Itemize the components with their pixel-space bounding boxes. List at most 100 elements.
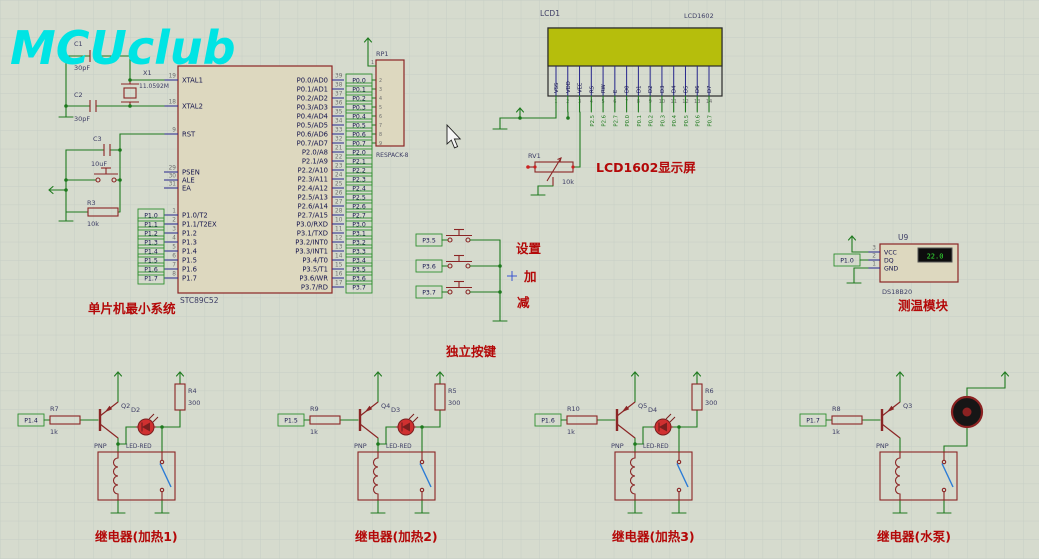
net-label-box[interactable] [345,262,373,276]
pin-row[interactable]: 13 P3.3/INT1 P3.3 [295,245,373,258]
net-label-box[interactable] [137,217,165,231]
key-row[interactable]: P3.7 [415,280,501,299]
pin-row[interactable]: 22 P2.1/A9 P2.1 [302,154,373,168]
net-label-box[interactable] [345,181,373,195]
pin-row[interactable]: 34 P0.5/AD5 P0.5 [297,119,377,132]
resistor-rin[interactable] [49,415,81,425]
pin-row[interactable]: 23 P2.2/A10 P2.2 [298,164,373,177]
lcd-block[interactable]: LCD1 LCD1602 VSS 1 VDD 2 VEE 3 [492,9,723,196]
resistor-r3[interactable] [87,207,119,217]
pin-row[interactable]: 39 P0.0/AD0 P0.0 [297,74,377,87]
net-label-box[interactable] [345,199,373,213]
pin-row[interactable]: 7 P1.6 P1.6 [137,262,197,276]
pin-row[interactable]: 14 P3.4/T0 P3.4 [302,253,373,267]
net-label-box[interactable] [345,280,373,294]
lcd-pin[interactable]: RS 4 P2.5 [589,66,596,127]
relay-circuit-3[interactable]: P1.6 R10 1k Q5 PNP R6 300 D4 LED-RED 继电器… [534,371,717,544]
net-label-box[interactable] [345,271,373,285]
lcd-pin[interactable]: D3 10 P0.3 [659,66,667,127]
resistor-rin[interactable] [309,415,341,425]
relay-circuit-4[interactable]: P1.7 R8 1k Q3 PNP 继电器(水泵) [799,371,1010,544]
respack-body[interactable] [375,59,405,147]
crystal-reset-block[interactable]: X1 11.0592M C1 30pF C2 30pF C3 10uF R3 1… [48,40,169,228]
lcd-pin[interactable]: E 6 P2.7 [613,66,620,127]
net-label-box[interactable] [345,163,373,177]
net-label-box[interactable] [137,253,165,267]
pin-row[interactable]: 2 P1.1/T2EX P1.1 [137,217,217,231]
capacitor-c2[interactable] [89,100,97,112]
reset-button[interactable] [94,167,118,183]
net-label-box[interactable] [345,226,373,240]
pin-row[interactable]: 15 P3.5/T1 P3.5 [302,262,373,276]
net-label-box[interactable] [137,226,165,240]
net-label-box[interactable] [137,208,165,222]
potentiometer-rv1[interactable] [526,157,575,186]
pin-row[interactable]: 25 P2.4/A12 P2.4 [298,182,373,195]
pin-row[interactable]: 12 P3.2/INT0 P3.2 [295,235,373,249]
pin-row[interactable]: 24 P2.3/A11 P2.3 [298,173,373,186]
mcu-block[interactable]: STC89C52 单片机最小系统 19 XTAL1 18 XTAL2 9 RST… [88,65,377,316]
pin-row[interactable]: 33 P0.6/AD6 P0.6 [297,128,377,141]
lcd-pin[interactable]: VEE 3 [578,66,584,113]
pin-row[interactable]: 8 P1.7 P1.7 [137,271,197,285]
key-row[interactable]: P3.5 [415,228,501,247]
resistor-rin[interactable] [566,415,598,425]
net-label-box[interactable] [137,262,165,276]
net-label-box[interactable] [345,190,373,204]
lcd-pin[interactable]: D1 8 P0.1 [636,66,643,127]
pin-row[interactable]: 35 P0.4/AD4 P0.4 [297,110,377,123]
resistor-rload[interactable] [434,383,446,411]
resistor-rload[interactable] [691,383,703,411]
key-row[interactable]: P3.6 [415,254,501,273]
pin-row[interactable]: 17 P3.7/RD P3.7 [301,280,373,294]
pin-row[interactable]: 36 P0.3/AD3 P0.3 [297,101,377,114]
pin-row[interactable]: 16 P3.6/WR P3.6 [299,271,373,285]
mcu-body[interactable] [177,65,333,294]
net-label-box[interactable] [137,235,165,249]
pump-motor-icon[interactable] [950,395,984,429]
pin-row[interactable]: 27 P2.6/A14 P2.6 [298,200,373,213]
lcd-pin[interactable]: D4 11 P0.4 [671,66,679,127]
net-label-box[interactable] [345,253,373,267]
temp-sensor-block[interactable]: U9 3 VCC 2 DQ 1 GND 22.0 P1.0 DS18B20 测温… [833,233,959,313]
net-label-box[interactable] [345,145,373,159]
pin-row[interactable]: 38 P0.1/AD1 P0.1 [297,83,377,96]
net-label-box[interactable] [137,271,165,285]
pin-row[interactable]: 32 P0.7/AD7 P0.7 [297,137,377,150]
pin-row[interactable]: 37 P0.2/AD2 P0.2 [297,92,377,105]
net-label-box[interactable] [345,154,373,168]
pin-row[interactable]: 10 P3.0/RXD P3.0 [296,217,373,231]
lcd-pin[interactable]: VDD 2 [566,66,572,113]
pin-row[interactable]: 3 P1.2 P1.2 [137,226,197,240]
lcd-pin[interactable]: RW 5 P2.6 [601,66,608,127]
keys-block[interactable]: P3.5 P3.6 P3.7 [415,228,542,360]
relay-circuit-2[interactable]: P1.5 R9 1k Q4 PNP R5 300 D3 LED-RED 继电器(… [277,371,460,544]
pin-row[interactable]: 3 VCC [868,246,897,257]
capacitor-c3[interactable] [103,144,111,156]
capacitor-c1[interactable] [89,50,97,62]
lcd-pin[interactable]: D5 12 P0.5 [682,66,690,127]
pin-row[interactable]: 1 GND [868,262,898,273]
lcd-pin[interactable]: D7 14 P0.7 [706,66,714,127]
pin-row[interactable]: 6 P1.5 P1.5 [137,253,197,267]
net-label-box[interactable] [345,208,373,222]
pin-row[interactable]: 2 DQ [868,254,894,265]
lcd-pin[interactable]: D0 7 P0.0 [625,66,632,127]
net-label-box[interactable] [345,217,373,231]
pin-row[interactable]: 21 P2.0/A8 P2.0 [302,145,373,159]
net-label-box[interactable] [137,244,165,258]
lcd-pin[interactable]: D6 13 P0.6 [694,66,702,127]
pin-row[interactable]: 1 P1.0/T2 P1.0 [137,208,208,222]
resistor-rin[interactable] [831,415,863,425]
lcd-pin[interactable]: D2 9 P0.2 [648,66,655,127]
pin-row[interactable]: 28 P2.7/A15 P2.7 [298,209,373,222]
net-label-box[interactable] [345,235,373,249]
pin-row[interactable]: 5 P1.4 P1.4 [137,244,197,258]
relay-circuit-1[interactable]: P1.4 R7 1k Q2 PNP R4 300 D2 LED-RED 继电器(… [17,371,200,544]
pin-row[interactable]: 26 P2.5/A13 P2.5 [298,191,373,204]
lcd-pin[interactable]: VSS 1 [554,66,560,113]
pin-row[interactable]: 4 P1.3 P1.3 [137,235,197,249]
pin-row[interactable]: 11 P3.1/TXD P3.1 [297,226,373,240]
